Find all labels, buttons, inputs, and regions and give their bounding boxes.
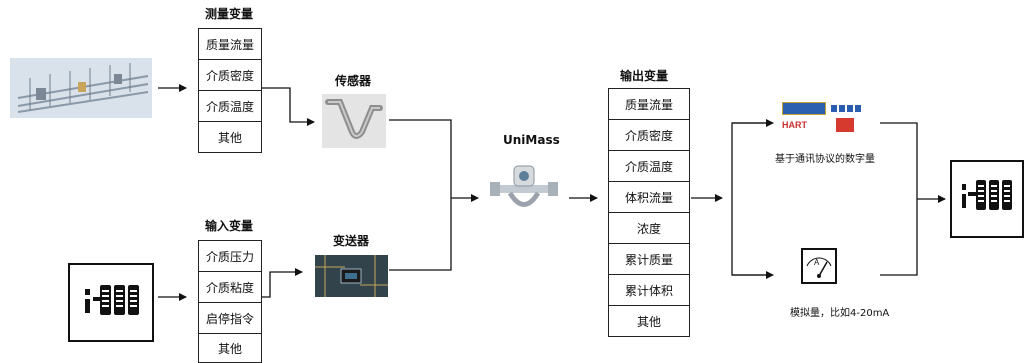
analog-caption: 模拟量，比如4-20mA xyxy=(790,308,890,319)
input-title: 输入变量 xyxy=(205,219,254,233)
measured-title: 测量变量 xyxy=(205,7,254,21)
input-item: 启停指令 xyxy=(199,303,261,334)
output-item: 质量流量 xyxy=(609,89,689,120)
display-panel-icon xyxy=(85,285,139,315)
meter-title: UniMass xyxy=(503,133,560,147)
input-table: 介质压力 介质粘度 启停指令 其他 xyxy=(198,240,262,363)
input-item: 介质压力 xyxy=(199,241,261,272)
hart-logo: HART xyxy=(782,120,807,130)
measured-item: 介质密度 xyxy=(199,60,261,91)
flow-computer-device xyxy=(68,263,154,342)
protocol-logo-modbus xyxy=(830,100,866,112)
sensor-title: 传感器 xyxy=(335,74,372,88)
output-item: 累计质量 xyxy=(609,244,689,275)
output-item: 其他 xyxy=(636,314,661,329)
output-table: 质量流量 介质密度 介质温度 体积流量 浓度 累计质量 累计体积 其他 xyxy=(608,88,690,337)
receiving-device xyxy=(950,160,1024,238)
protocol-logo-blue xyxy=(782,102,826,115)
arrow-measured-to-sensor xyxy=(260,87,315,126)
analog-gauge-icon: A xyxy=(801,248,837,284)
output-item: 累计体积 xyxy=(609,275,689,306)
digital-caption: 基于通讯协议的数字量 xyxy=(775,154,875,165)
input-item: 介质粘度 xyxy=(199,272,261,303)
gauge-letter: A xyxy=(814,258,820,267)
bracket-merge xyxy=(880,122,918,276)
output-title: 输出变量 xyxy=(620,69,669,83)
output-item: 体积流量 xyxy=(609,182,689,213)
measured-item: 介质温度 xyxy=(199,91,261,122)
protocol-logos: HART xyxy=(780,100,870,136)
output-item: 介质温度 xyxy=(609,151,689,182)
measured-table: 质量流量 介质密度 介质温度 其他 xyxy=(198,28,262,153)
sensor-image xyxy=(322,94,386,148)
measured-item: 质量流量 xyxy=(199,29,261,60)
transmitter-title: 变送器 xyxy=(333,234,370,248)
input-item: 其他 xyxy=(217,341,242,356)
arrow-input-to-transmitter xyxy=(260,268,303,298)
unimass-meter-image xyxy=(488,160,560,216)
transmitter-board-image xyxy=(315,255,388,297)
output-item: 浓度 xyxy=(609,213,689,244)
display-panel-icon xyxy=(962,180,1012,210)
protocol-logo-red xyxy=(836,118,854,132)
output-item: 介质密度 xyxy=(609,120,689,151)
pipeline-skid-image xyxy=(10,58,152,118)
measured-item: 其他 xyxy=(217,130,242,145)
bracket-sensor-transmitter xyxy=(389,119,452,271)
bracket-split xyxy=(731,122,771,276)
